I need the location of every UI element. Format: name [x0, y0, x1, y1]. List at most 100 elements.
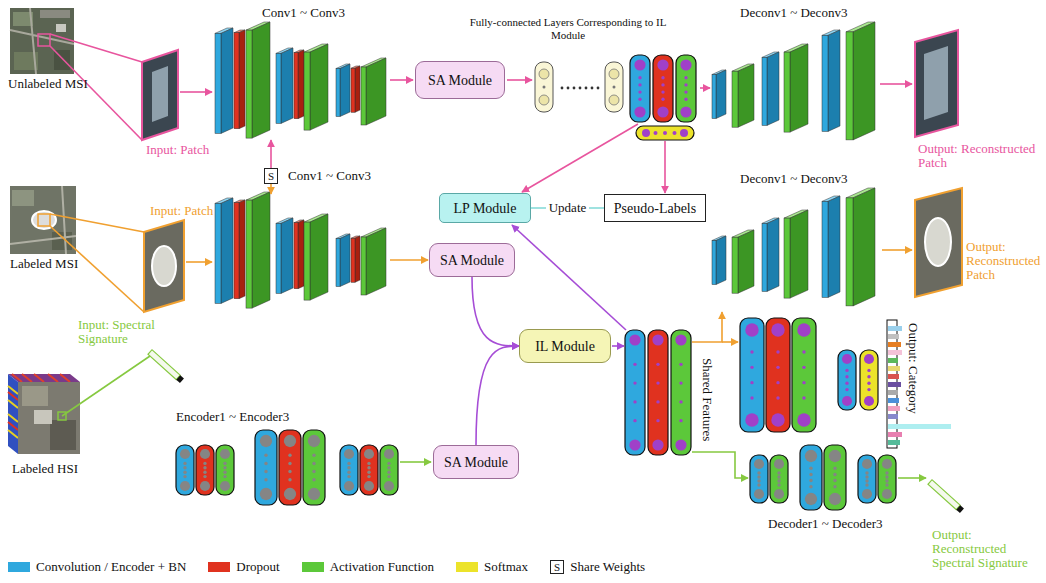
label-box: Pseudo-Labels [604, 194, 706, 222]
neuron [633, 419, 636, 422]
share-weights-box: S [264, 168, 278, 184]
neuron [680, 129, 688, 137]
layer-block [355, 236, 360, 282]
neuron [865, 479, 868, 482]
neuron [654, 131, 658, 135]
layer-block [340, 234, 350, 287]
flow-arrow [62, 356, 150, 416]
layer-block [732, 237, 738, 293]
neuron [885, 479, 888, 482]
neuron [657, 59, 668, 70]
module-box: LP Module [439, 193, 531, 223]
layer-block [351, 68, 355, 112]
layer-block [276, 223, 281, 293]
neuron [203, 462, 206, 465]
layer-block [853, 22, 875, 140]
layer-block [822, 35, 828, 131]
layer-block [828, 30, 840, 131]
neuron [312, 470, 315, 473]
flow-arrow [512, 225, 626, 330]
neuron [367, 470, 370, 473]
neuron-layer [255, 430, 277, 505]
probability-bar [888, 432, 902, 437]
neuron-layer [750, 455, 768, 503]
neuron [633, 363, 636, 366]
neuron [223, 475, 226, 478]
neuron [364, 449, 374, 459]
neuron [754, 489, 764, 499]
probability-bar [888, 326, 902, 331]
layer-block [716, 236, 726, 285]
flow-arrow [664, 141, 666, 193]
softmax-layer [636, 126, 694, 140]
neuron [777, 471, 780, 474]
neuron [885, 471, 888, 474]
legend-item: Activation Function [302, 559, 434, 574]
neuron-layer [770, 455, 788, 503]
layer-block [239, 30, 245, 129]
neuron [183, 466, 186, 469]
layer-block [366, 58, 386, 125]
neuron [308, 488, 320, 500]
text-label: Unlabeled MSI [8, 77, 88, 91]
layer-block [304, 222, 310, 300]
neuron [347, 475, 350, 478]
neuron [680, 106, 691, 117]
neuron-layer [858, 455, 876, 503]
ellipsis-dot [579, 87, 582, 90]
neuron [284, 435, 296, 447]
neuron [288, 454, 291, 457]
neuron [652, 439, 663, 450]
neuron [865, 471, 868, 474]
probability-bar [888, 382, 901, 387]
neuron [543, 86, 546, 89]
text-label: Output: Reconstructed Patch [966, 240, 1044, 282]
neuron [867, 369, 870, 372]
neuron [754, 459, 764, 469]
probability-bar [888, 358, 898, 363]
layer-block [310, 214, 328, 300]
neuron [684, 76, 687, 79]
layer-block [732, 71, 738, 127]
layer-block [712, 241, 716, 285]
flow-arrow [50, 34, 142, 62]
neuron [288, 462, 291, 465]
spectral-signature [928, 480, 964, 513]
flow-arrow [390, 259, 428, 261]
text-label: Input: Spectral Signature [78, 318, 178, 346]
neuron [882, 489, 892, 499]
neuron [638, 83, 641, 86]
ellipsis-dot [573, 87, 576, 90]
neuron [771, 413, 784, 426]
layer-block [294, 53, 298, 119]
neuron [833, 485, 836, 488]
neuron [805, 450, 817, 462]
layer-block [366, 228, 386, 295]
layer-block [298, 220, 304, 289]
text-label: Decoder1 ~ Decoder3 [768, 517, 883, 531]
ellipsis-dot [567, 87, 570, 90]
neuron [656, 381, 659, 384]
legend-text: Softmax [484, 559, 528, 574]
neuron [776, 381, 779, 384]
layer-block [340, 64, 350, 117]
neuron [774, 459, 784, 469]
layer-block [716, 70, 726, 119]
neuron [862, 459, 872, 469]
layer-block [767, 218, 779, 291]
neuron [220, 449, 230, 459]
neuron [750, 350, 753, 353]
neuron [865, 483, 868, 486]
neuron [833, 473, 836, 476]
legend: Convolution / Encoder + BNDropoutActivat… [8, 559, 645, 574]
neuron [634, 59, 645, 70]
text-label: Labeled MSI [10, 257, 78, 271]
neuron [842, 396, 852, 406]
neuron [675, 439, 686, 450]
layer-block [252, 192, 270, 308]
neuron [750, 381, 753, 384]
neuron [776, 396, 779, 399]
neuron [885, 483, 888, 486]
neuron [223, 470, 226, 473]
